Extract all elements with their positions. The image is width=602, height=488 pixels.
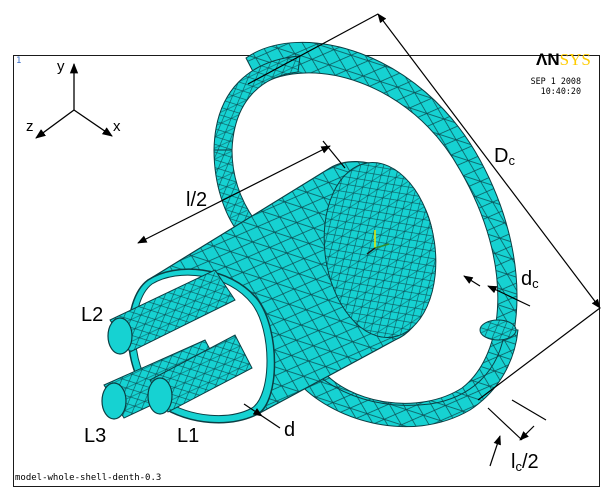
dimension-lines [137, 13, 601, 467]
rod-l1-label: L1 [177, 425, 200, 447]
triad-z-label: z [26, 118, 34, 135]
rod-l2-label: L2 [81, 304, 104, 326]
triad-y-label: y [57, 58, 65, 75]
rod-l3-label: L3 [84, 425, 107, 447]
viewport-number: 1 [16, 56, 22, 66]
half-length-label: l/2 [186, 189, 208, 211]
shell-thickness-label: d [284, 419, 296, 441]
coil-thickness-label: dc [521, 268, 539, 291]
rods [101, 269, 253, 420]
model-title: model-whole-shell-denth-0.3 [15, 473, 162, 483]
global-triad [35, 62, 113, 139]
timestamp: SEP 1 2008 10:40:20 [515, 76, 581, 96]
coil-diameter-label: Dc [494, 145, 515, 168]
triad-x-label: x [113, 118, 121, 135]
ansys-logo: ΛNSYS [536, 50, 591, 69]
date-text: SEP 1 2008 [530, 76, 581, 86]
coil-half-width-label: lc/2 [511, 451, 539, 474]
time-text: 10:40:20 [540, 86, 581, 96]
